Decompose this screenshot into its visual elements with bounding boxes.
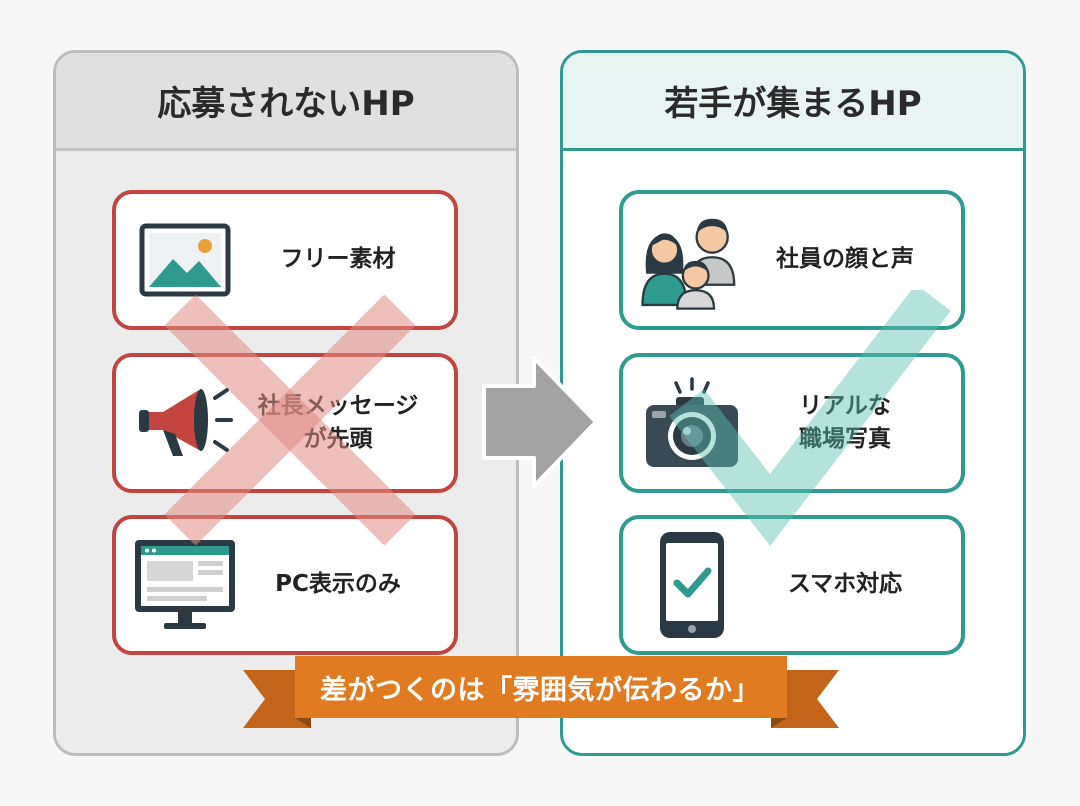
arrow-right-icon <box>482 356 598 488</box>
good-item-label: リアルな 職場写真 <box>799 392 891 452</box>
good-item-card: 社員の顔と声 <box>619 190 965 330</box>
camera-icon <box>637 357 747 489</box>
bad-item-card: フリー素材 <box>112 190 458 330</box>
bad-item-label: フリー素材 <box>280 246 396 273</box>
megaphone-icon <box>130 357 240 489</box>
bad-item-card: PC表示のみ <box>112 515 458 655</box>
image-placeholder-icon <box>130 194 240 326</box>
bad-panel-title: 応募されないHP <box>56 53 516 151</box>
banner-text: 差がつくのは「雰囲気が伝わるか」 <box>320 674 760 706</box>
ribbon-banner <box>243 656 839 728</box>
smartphone-check-icon <box>637 519 747 651</box>
good-item-card: スマホ対応 <box>619 515 965 655</box>
bad-item-label: 社長メッセージ が先頭 <box>257 392 419 452</box>
good-item-card: リアルな 職場写真 <box>619 353 965 493</box>
good-item-label: スマホ対応 <box>787 571 903 598</box>
bad-item-card: 社長メッセージ が先頭 <box>112 353 458 493</box>
good-homepage-panel: 若手が集まるHP 社員の顔と声 <box>560 50 1026 756</box>
bad-homepage-panel: 応募されないHP フリー素材 社長メッセージ が先頭 <box>53 50 519 756</box>
good-panel-title: 若手が集まるHP <box>563 53 1023 151</box>
good-item-label: 社員の顔と声 <box>776 246 914 273</box>
desktop-monitor-icon <box>130 519 240 651</box>
bad-item-label: PC表示のみ <box>275 571 401 598</box>
people-group-icon <box>637 194 747 326</box>
